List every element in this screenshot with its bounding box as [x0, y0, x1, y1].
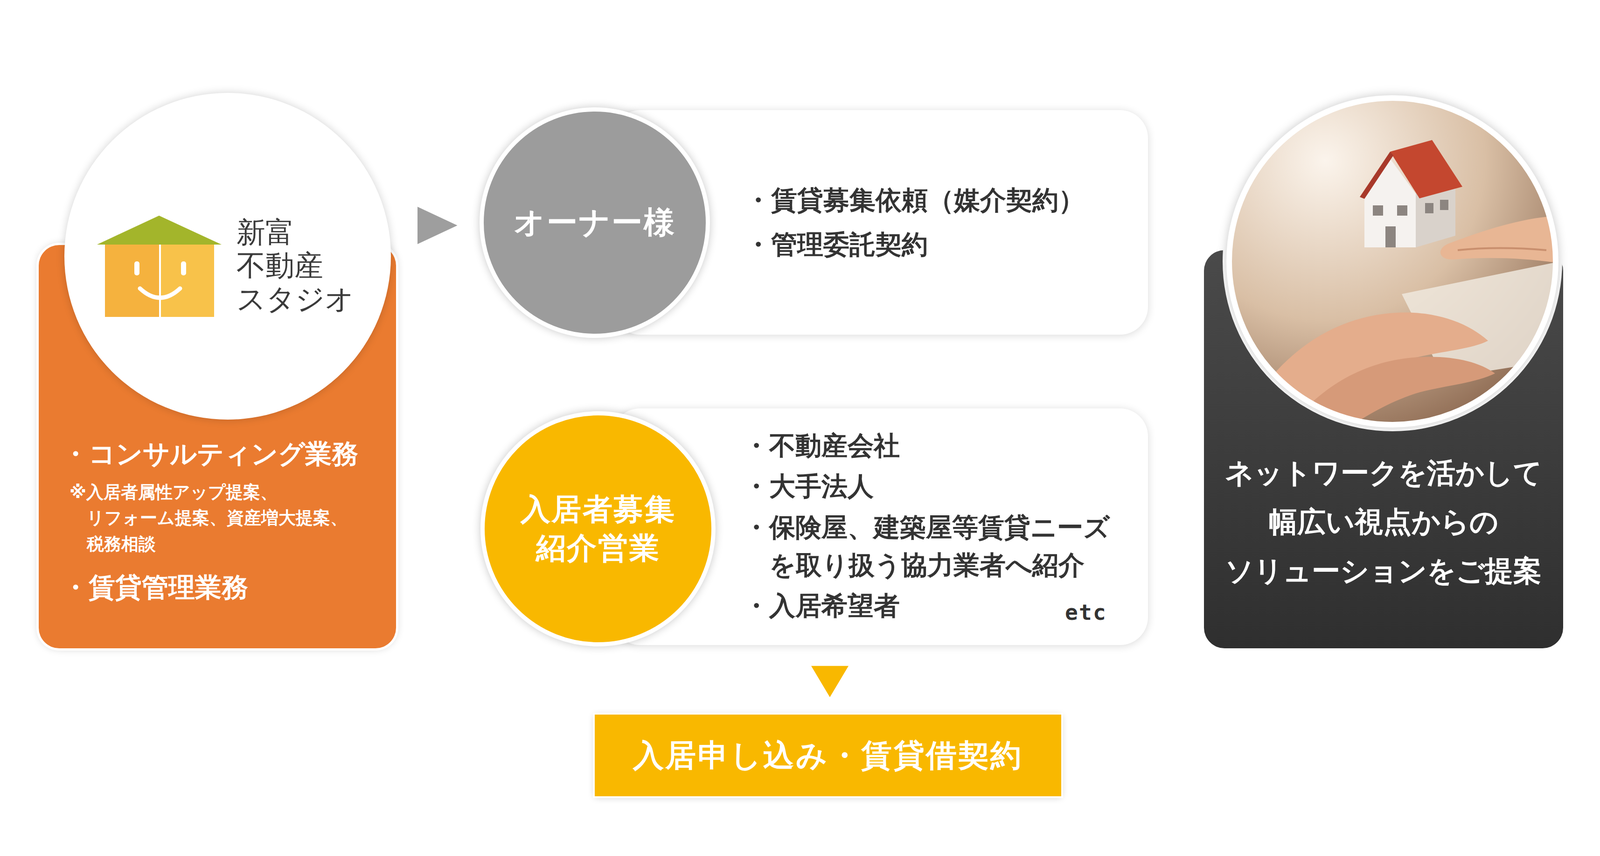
owner-circle: オーナー様	[479, 107, 710, 338]
logo-smile	[139, 288, 181, 298]
logo-wall	[104, 244, 160, 317]
list-item: ・管理委託契約	[744, 222, 928, 267]
logo-house-icon	[97, 214, 222, 317]
circle-label: オーナー様	[513, 201, 676, 244]
circle-label: 入居者募集 紹介営業	[518, 489, 677, 568]
flow-arrow	[811, 665, 849, 697]
house-door	[1385, 226, 1396, 248]
logo-circle: 新富 不動産 スタジオ	[64, 92, 391, 420]
logo-eye	[134, 261, 140, 276]
list-item: ・不動産会社	[743, 426, 900, 465]
service-item: ・コンサルティング業務	[62, 435, 383, 473]
house-roof	[1390, 139, 1463, 199]
house-window	[1397, 205, 1408, 216]
recruit-circle: 入居者募集 紹介営業	[480, 410, 716, 647]
house-roof-edge	[1359, 151, 1394, 199]
logo-roof	[97, 215, 222, 245]
list-item: ・大手法人	[743, 466, 874, 505]
solution-panel: ネットワークを活かして 幅広い視点からの ソリューションをご提案	[1203, 250, 1564, 648]
etc-note: etc	[1064, 596, 1107, 628]
contract-label: 入居申し込み・賃貸借契約	[633, 734, 1023, 777]
house-window	[1440, 199, 1449, 210]
service-note: ※入居者属性アップ提案、 リフォーム提案、資産増大提案、 税務相談	[69, 479, 356, 557]
brand-name: 新富 不動産 スタジオ	[236, 215, 358, 316]
finger-line	[1457, 248, 1547, 251]
contract-box: 入居申し込み・賃貸借契約	[594, 714, 1062, 796]
logo-wall	[160, 244, 215, 317]
house-window	[1425, 202, 1434, 214]
list-item: ・賃貸募集依頼（媒介契約）	[744, 178, 1085, 223]
service-item: ・賃貸管理業務	[62, 568, 383, 606]
logo-eye	[180, 261, 187, 276]
solution-text: ネットワークを活かして 幅広い視点からの ソリューションをご提案	[1221, 448, 1546, 596]
flow-arrow	[417, 206, 458, 244]
list-item: ・保険屋、建築屋等賃貸ニーズ を取り扱う協力業者へ紹介	[743, 507, 1125, 584]
solution-panel-fill	[1203, 250, 1564, 648]
solution-panel-ground	[1203, 250, 1564, 648]
house-window	[1372, 205, 1384, 216]
list-item: ・入居希望者	[743, 586, 900, 625]
